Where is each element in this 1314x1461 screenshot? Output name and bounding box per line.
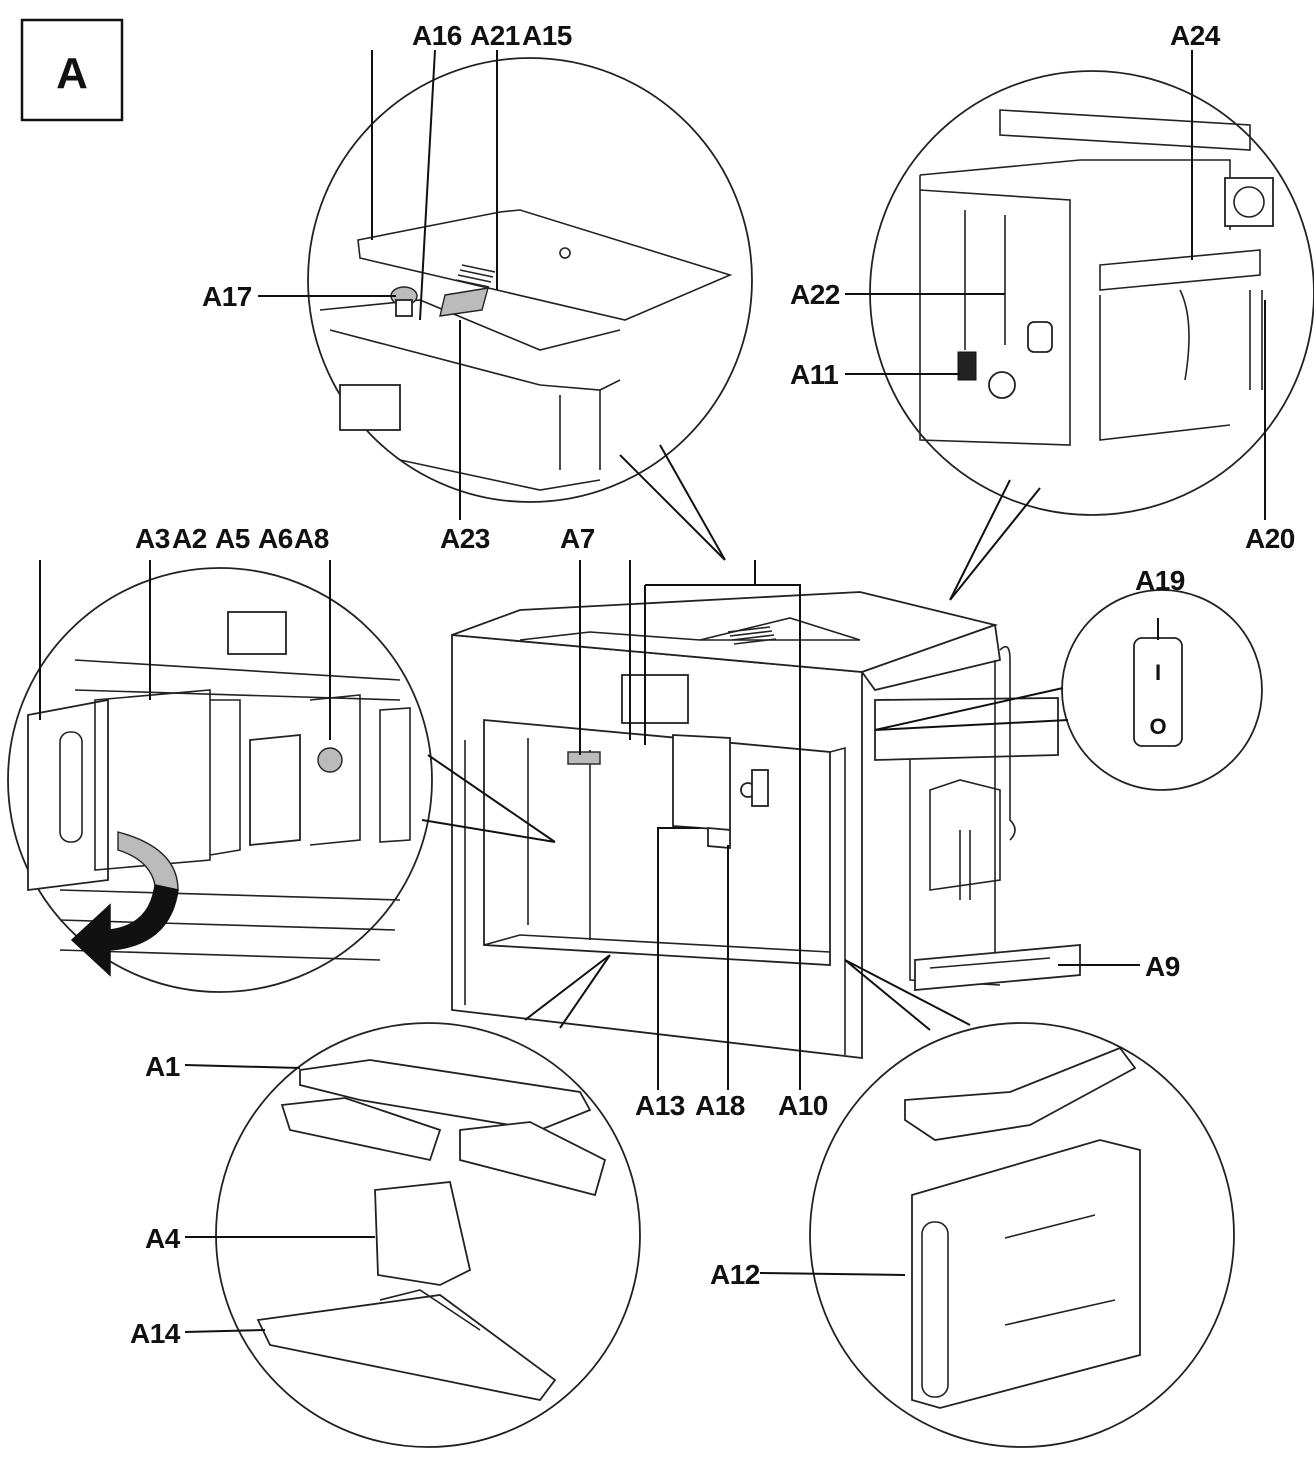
part-a4-container	[374, 1181, 472, 1286]
panel-grille	[455, 264, 496, 288]
cable-plug-a11	[957, 351, 977, 381]
label-a5: A5	[215, 523, 250, 554]
a7-handle	[567, 751, 601, 765]
detail-top-panel	[307, 57, 753, 561]
label-a14: A14	[130, 1318, 181, 1349]
machine-main-body	[451, 591, 1081, 1060]
label-a22: A22	[790, 279, 840, 310]
figure-tag: A	[20, 18, 124, 122]
label-a12: A12	[710, 1259, 760, 1290]
label-a11: A11	[790, 359, 838, 390]
switch-off-symbol: O	[1149, 714, 1166, 739]
label-a6: A6	[258, 523, 293, 554]
label-a1: A1	[145, 1051, 180, 1082]
service-door	[27, 698, 109, 892]
label-a17: A17	[202, 281, 252, 312]
label-a8: A8	[294, 523, 329, 554]
leader-lines	[39, 49, 1266, 1333]
part-labels: A16 A21 A15 A17 A23 A24 A22 A11 A20 A3 A…	[130, 20, 1295, 1349]
label-a10: A10	[778, 1090, 828, 1121]
label-a23: A23	[440, 523, 490, 554]
tank-lid	[904, 1046, 1137, 1141]
part-a14-tray	[256, 1294, 557, 1401]
water-tank	[911, 1139, 1141, 1409]
label-a13: A13	[635, 1090, 685, 1121]
label-a9: A9	[1145, 951, 1180, 982]
label-a19: A19	[1135, 565, 1185, 596]
label-a18: A18	[695, 1090, 745, 1121]
detail-power-switch: I O	[874, 589, 1263, 791]
label-a4: A4	[145, 1223, 181, 1254]
top-grille	[727, 626, 777, 645]
part-a1-cover	[299, 1059, 592, 1131]
label-a15: A15	[522, 20, 572, 51]
label-a24: A24	[1170, 20, 1221, 51]
detail-drip-tray-parts	[215, 954, 641, 1448]
label-a16: A16	[412, 20, 462, 51]
display-window	[621, 674, 689, 724]
label-a20: A20	[1245, 523, 1295, 554]
switch-on-symbol: I	[1155, 660, 1161, 685]
rotate-arrow-icon	[70, 884, 179, 977]
detail-water-tank	[809, 959, 1235, 1448]
detail-open-door	[7, 567, 556, 993]
drip-tray	[914, 944, 1081, 991]
detail-rear-connections	[869, 70, 1314, 601]
figure-tag-text: A	[56, 49, 88, 98]
label-a7: A7	[560, 523, 595, 554]
label-a3: A3	[135, 523, 170, 554]
label-a2: A2	[172, 523, 207, 554]
label-a21: A21	[470, 20, 520, 51]
